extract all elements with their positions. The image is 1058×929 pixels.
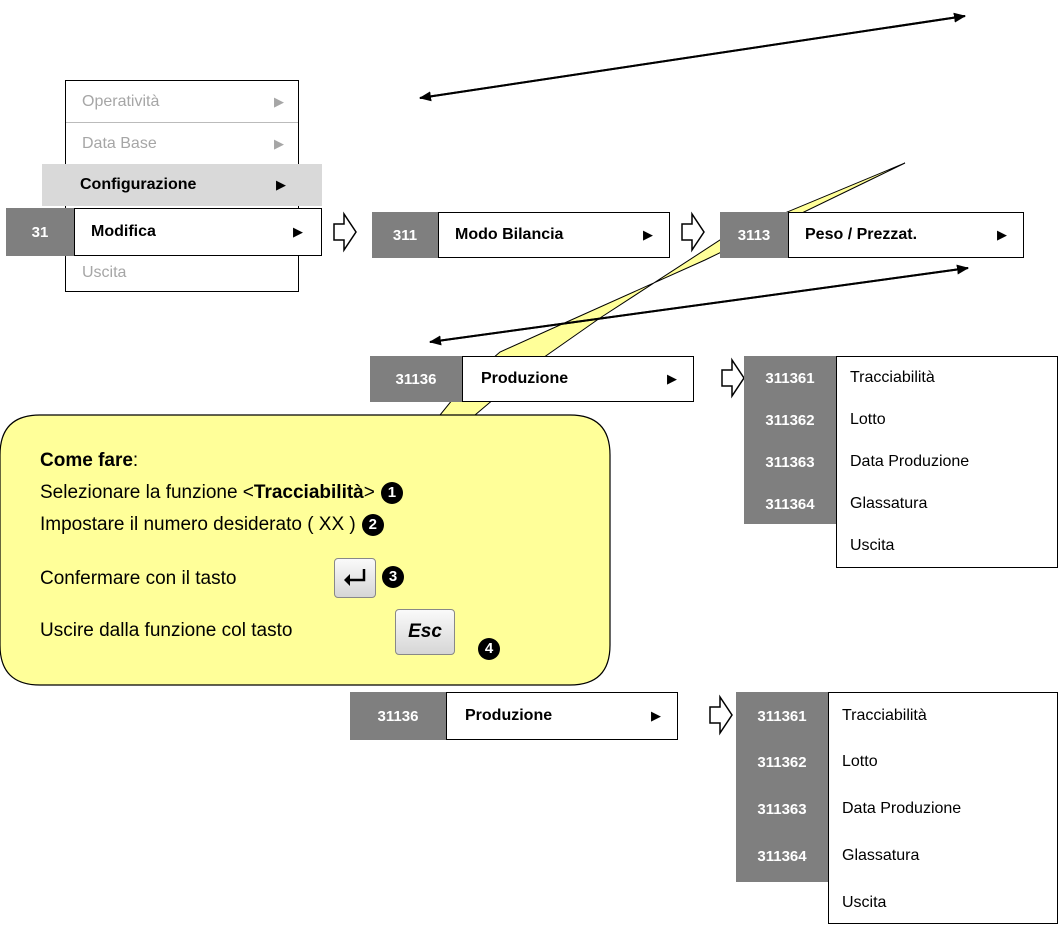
code-column	[744, 356, 836, 524]
function-item-tracciabilita[interactable]: Tracciabilità	[842, 707, 927, 724]
submenu-label: Peso / Prezzat.	[805, 226, 918, 243]
function-item-data-produzione[interactable]: Data Produzione	[850, 453, 970, 470]
function-item-glassatura[interactable]: Glassatura	[842, 847, 920, 864]
function-list-top: 311361 Tracciabilità 311362 Lotto 311363…	[744, 356, 1058, 568]
function-code: 311363	[765, 453, 815, 471]
menu-item-modifica[interactable]: Modifica ▶	[74, 208, 322, 256]
callout-title: Come fare:	[40, 445, 600, 477]
function-code: 311362	[757, 753, 807, 771]
function-code: 311363	[757, 800, 807, 818]
function-item-lotto[interactable]: Lotto	[850, 411, 886, 428]
esc-key-icon: Esc	[395, 609, 455, 655]
submenu-label: Modo Bilancia	[455, 226, 564, 243]
step2-text: Impostare il numero desiderato ( XX )	[40, 514, 356, 535]
function-item-glassatura[interactable]: Glassatura	[850, 495, 928, 512]
function-code: 311364	[757, 847, 807, 865]
callout-step-4: Uscire dalla funzione col tasto	[40, 615, 600, 647]
step3-text: Confermare con il tasto	[40, 568, 237, 589]
menu-item-label: Data Base	[82, 135, 157, 152]
step1-bold: Tracciabilità	[253, 482, 364, 503]
function-list-frame	[836, 356, 1058, 568]
menu-item-label: Operatività	[82, 93, 160, 110]
menu-item-operativita[interactable]: Operatività ▶	[66, 82, 298, 122]
callout-balloon	[0, 414, 611, 686]
step-1-badge-icon: 1	[380, 481, 403, 504]
callout-step-1: Selezionare la funzione <Tracciabilità>1	[40, 477, 600, 509]
callout-step-2: Impostare il numero desiderato ( XX )2	[40, 509, 600, 541]
submenu-arrow-icon: ▶	[276, 177, 286, 192]
flow-arrow-top-left	[419, 15, 966, 102]
submenu-arrow-icon: ▶	[274, 136, 284, 151]
callout-instructions: Come fare: Selezionare la funzione <Trac…	[40, 445, 600, 647]
flow-arrow-mid-left	[429, 267, 969, 346]
submenu-code-311: 311	[372, 212, 438, 258]
menu-item-data-base[interactable]: Data Base ▶	[66, 124, 298, 164]
function-item-uscita[interactable]: Uscita	[850, 537, 895, 554]
step-4-badge-icon: 4	[478, 638, 500, 660]
submenu-modo-bilancia[interactable]: Modo Bilancia ▶	[438, 212, 670, 258]
menu-item-label: Modifica	[91, 223, 156, 240]
function-list-bottom: 311361 Tracciabilità 311362 Lotto 311363…	[736, 692, 1058, 929]
menu-item-uscita[interactable]: Uscita	[66, 256, 298, 290]
submenu-arrow-icon: ▶	[651, 708, 661, 723]
enter-key-icon	[334, 558, 376, 598]
callout-step-3: Confermare con il tasto	[40, 563, 600, 595]
menu-code-31: 31	[6, 208, 74, 256]
menu-item-label: Configurazione	[80, 176, 197, 193]
submenu-arrow-icon: ▶	[643, 227, 653, 242]
function-item-lotto[interactable]: Lotto	[842, 753, 878, 770]
step1-pre: Selezionare la funzione <	[40, 482, 254, 503]
submenu-code-3113: 3113	[720, 212, 788, 258]
next-arrow-icon	[333, 211, 745, 736]
submenu-code-31136: 31136	[350, 692, 446, 740]
function-list-frame	[828, 692, 1058, 924]
menu-item-configurazione[interactable]: Configurazione ▶	[42, 164, 322, 206]
step-3-badge-icon: 3	[382, 566, 404, 588]
submenu-arrow-icon: ▶	[997, 227, 1007, 242]
submenu-label: Produzione	[465, 707, 553, 724]
submenu-arrow-icon: ▶	[274, 94, 284, 109]
submenu-arrow-icon: ▶	[293, 224, 303, 239]
step1-post: >	[363, 482, 375, 503]
submenu-produzione[interactable]: Produzione ▶	[462, 356, 694, 402]
submenu-peso-prezzat[interactable]: Peso / Prezzat. ▶	[788, 212, 1024, 258]
esc-key-label: Esc	[408, 621, 442, 642]
menu-item-label: Uscita	[82, 264, 127, 281]
function-item-tracciabilita[interactable]: Tracciabilità	[850, 369, 935, 386]
function-code: 311361	[765, 369, 815, 387]
submenu-code-31136: 31136	[370, 356, 462, 402]
callout-title-colon: :	[132, 450, 139, 471]
function-code: 311362	[765, 411, 815, 429]
step4-text: Uscire dalla funzione col tasto	[40, 620, 293, 641]
submenu-arrow-icon: ▶	[667, 371, 677, 386]
step-2-badge-icon: 2	[361, 513, 384, 536]
submenu-label: Produzione	[481, 370, 569, 387]
function-item-uscita[interactable]: Uscita	[842, 894, 887, 911]
code-column	[736, 692, 828, 882]
callout-title-label: Come fare	[40, 450, 133, 471]
function-code: 311364	[765, 495, 815, 513]
function-code: 311361	[757, 707, 807, 725]
submenu-produzione[interactable]: Produzione ▶	[446, 692, 678, 740]
menu-divider	[66, 122, 298, 123]
function-item-data-produzione[interactable]: Data Produzione	[842, 800, 962, 817]
